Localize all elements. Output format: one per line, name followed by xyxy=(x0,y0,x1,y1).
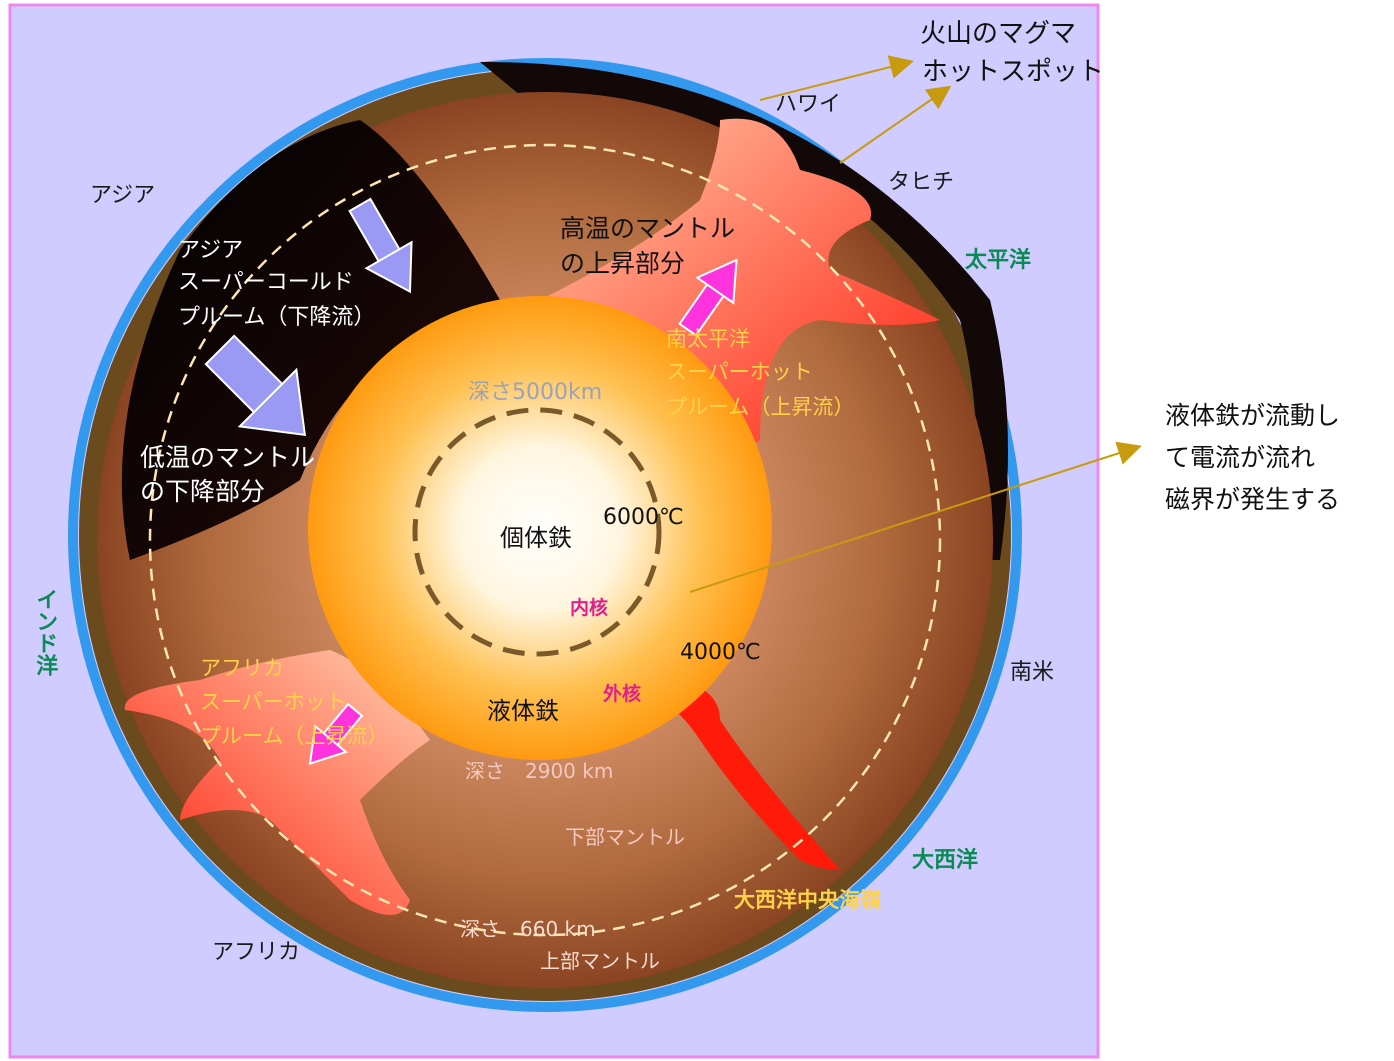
label-inner-core: 内核 xyxy=(570,597,609,619)
label-solid-iron: 個体鉄 xyxy=(500,524,572,552)
label-depth-660: 深さ 660 km xyxy=(460,917,596,941)
label-af-plume-3: プルーム（上昇流） xyxy=(200,724,389,748)
label-mid-atlantic-ridge: 大西洋中央海嶺 xyxy=(734,888,881,912)
label-cold-fall-2: の下降部分 xyxy=(140,477,266,506)
label-asia-plume-2: スーパーコールド xyxy=(178,270,354,295)
label-asia-plume-3: プルーム（下降流） xyxy=(178,305,376,330)
label-temp-6000: 6000℃ xyxy=(603,505,684,530)
label-sp-plume-2: スーパーホット xyxy=(666,360,813,384)
label-volcano-magma: 火山のマグマ xyxy=(920,19,1077,49)
label-magnetic-1: 液体鉄が流動し xyxy=(1165,401,1341,430)
label-sp-plume-1: 南太平洋 xyxy=(666,327,750,351)
label-magnetic-3: 磁界が発生する xyxy=(1165,485,1341,514)
label-hawaii: ハワイ xyxy=(775,92,842,117)
label-temp-4000: 4000℃ xyxy=(680,640,761,665)
hot-plume-atlantic xyxy=(660,680,840,870)
inner-core-boundary xyxy=(412,407,662,657)
label-asia-plume-1: アジア xyxy=(178,238,244,263)
label-atlantic: 大西洋 xyxy=(912,848,979,873)
label-depth-2900: 深さ 2900 km xyxy=(465,759,614,783)
label-lower-mantle: 下部マントル xyxy=(565,825,685,849)
label-upper-mantle: 上部マントル xyxy=(540,949,660,973)
ocean-rim xyxy=(68,58,1022,1012)
label-africa: アフリカ xyxy=(212,940,301,965)
label-south-america: 南米 xyxy=(1010,660,1055,685)
up-arrow-icon xyxy=(678,258,738,337)
pointer-magnetic xyxy=(689,441,1142,593)
label-cold-fall-1: 低温のマントル xyxy=(140,443,316,472)
label-liquid-iron: 液体鉄 xyxy=(487,697,559,725)
pointer-magma xyxy=(759,55,914,101)
frame-border xyxy=(8,3,1100,1059)
cold-plume-asia xyxy=(121,120,501,560)
down-arrow-icon xyxy=(204,334,307,437)
label-pacific: 太平洋 xyxy=(965,248,1032,273)
label-hot-rise-2: の上昇部分 xyxy=(560,249,686,278)
outer-core xyxy=(308,296,772,760)
label-tahiti: タヒチ xyxy=(888,170,955,195)
hot-plume-south-pacific xyxy=(540,118,940,456)
label-asia: アジア xyxy=(90,183,156,208)
label-af-plume-1: アフリカ xyxy=(200,656,284,680)
label-magnetic-2: て電流が流れ xyxy=(1165,443,1316,472)
depth-660-boundary xyxy=(148,143,942,937)
label-outer-core: 外核 xyxy=(603,683,642,705)
down-arrow-icon xyxy=(348,197,413,294)
label-depth-5000: 深さ5000km xyxy=(468,380,603,405)
label-hot-rise-1: 高温のマントル xyxy=(560,214,736,243)
label-sp-plume-3: プルーム（上昇流） xyxy=(666,395,855,419)
label-indian-ocean: インド洋 xyxy=(32,588,58,676)
label-af-plume-2: スーパーホット xyxy=(200,690,347,714)
down-arrow-icon xyxy=(308,702,364,766)
label-hotspot: ホットスポット xyxy=(922,57,1105,87)
pointer-hotspot xyxy=(839,85,952,164)
